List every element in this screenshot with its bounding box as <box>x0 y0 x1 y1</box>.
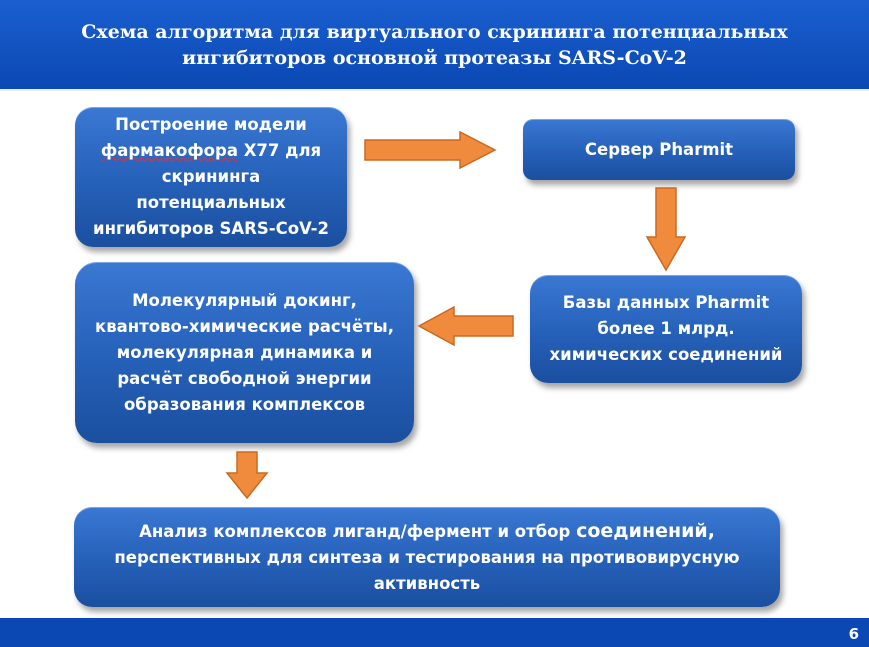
docking-line-1: Молекулярный докинг, <box>132 290 357 310</box>
databases-line-2: более 1 млрд. <box>597 319 735 338</box>
analysis-box: Анализ комплексов лиганд/фермент и отбор… <box>74 507 780 607</box>
docking-line-4: расчёт свободной энергии <box>117 368 372 388</box>
pharmacophore-line-1: Построение модели <box>115 115 307 134</box>
arrow-down-icon <box>225 451 269 500</box>
pharmacophore-line-3: скрининга <box>161 167 261 186</box>
analysis-compounds-word: соединений <box>576 519 708 542</box>
arrow-right-icon <box>364 130 497 170</box>
server-label: Сервер Pharmit <box>584 139 734 159</box>
slide-title-line-2: ингибиторов основной протеазы SARS-CoV-2 <box>182 46 687 69</box>
page-number: 6 <box>848 625 859 643</box>
analysis-comma: , <box>707 519 715 542</box>
title-bar: Схема алгоритма для виртуального скринин… <box>0 0 869 91</box>
analysis-line-3: активность <box>373 573 481 593</box>
analysis-line-1-start: Анализ комплексов лиганд/фермент и отбор <box>139 521 577 541</box>
pharmacophore-x77: Х77 для <box>237 141 322 160</box>
databases-line-3: химических соединений <box>549 345 783 364</box>
analysis-line-1: Анализ комплексов лиганд/фермент и отбор… <box>139 518 715 545</box>
slide-title: Схема алгоритма для виртуального скринин… <box>55 19 815 71</box>
databases-line-1: Базы данных Pharmit <box>562 293 770 312</box>
pharmit-databases-box: Базы данных Pharmit более 1 млрд. химиче… <box>530 275 802 383</box>
slide-title-line-1: Схема алгоритма для виртуального скринин… <box>81 20 788 43</box>
pharmacophore-line-2: фармакофора Х77 для <box>101 138 321 164</box>
docking-line-5: образования комплексов <box>123 394 366 414</box>
docking-line-2: квантово-химические расчёты, <box>95 316 394 336</box>
arrow-down-icon <box>645 187 687 272</box>
docking-box: Молекулярный докинг, квантово-химические… <box>75 262 414 443</box>
pharmacophore-line-4: потенциальных <box>136 193 286 212</box>
pharmacophore-model-box: Построение модели фармакофора Х77 для ск… <box>75 107 347 247</box>
docking-line-3: молекулярная динамика и <box>116 342 373 362</box>
analysis-line-2: перспективных для синтеза и тестирования… <box>114 547 740 567</box>
arrow-left-icon <box>417 305 514 347</box>
pharmacophore-word: фармакофора <box>100 141 238 160</box>
footer-bar: 6 <box>0 618 869 647</box>
pharmit-server-box: Сервер Pharmit <box>523 119 795 180</box>
pharmacophore-line-5: ингибиторов SARS-CoV-2 <box>93 219 329 238</box>
